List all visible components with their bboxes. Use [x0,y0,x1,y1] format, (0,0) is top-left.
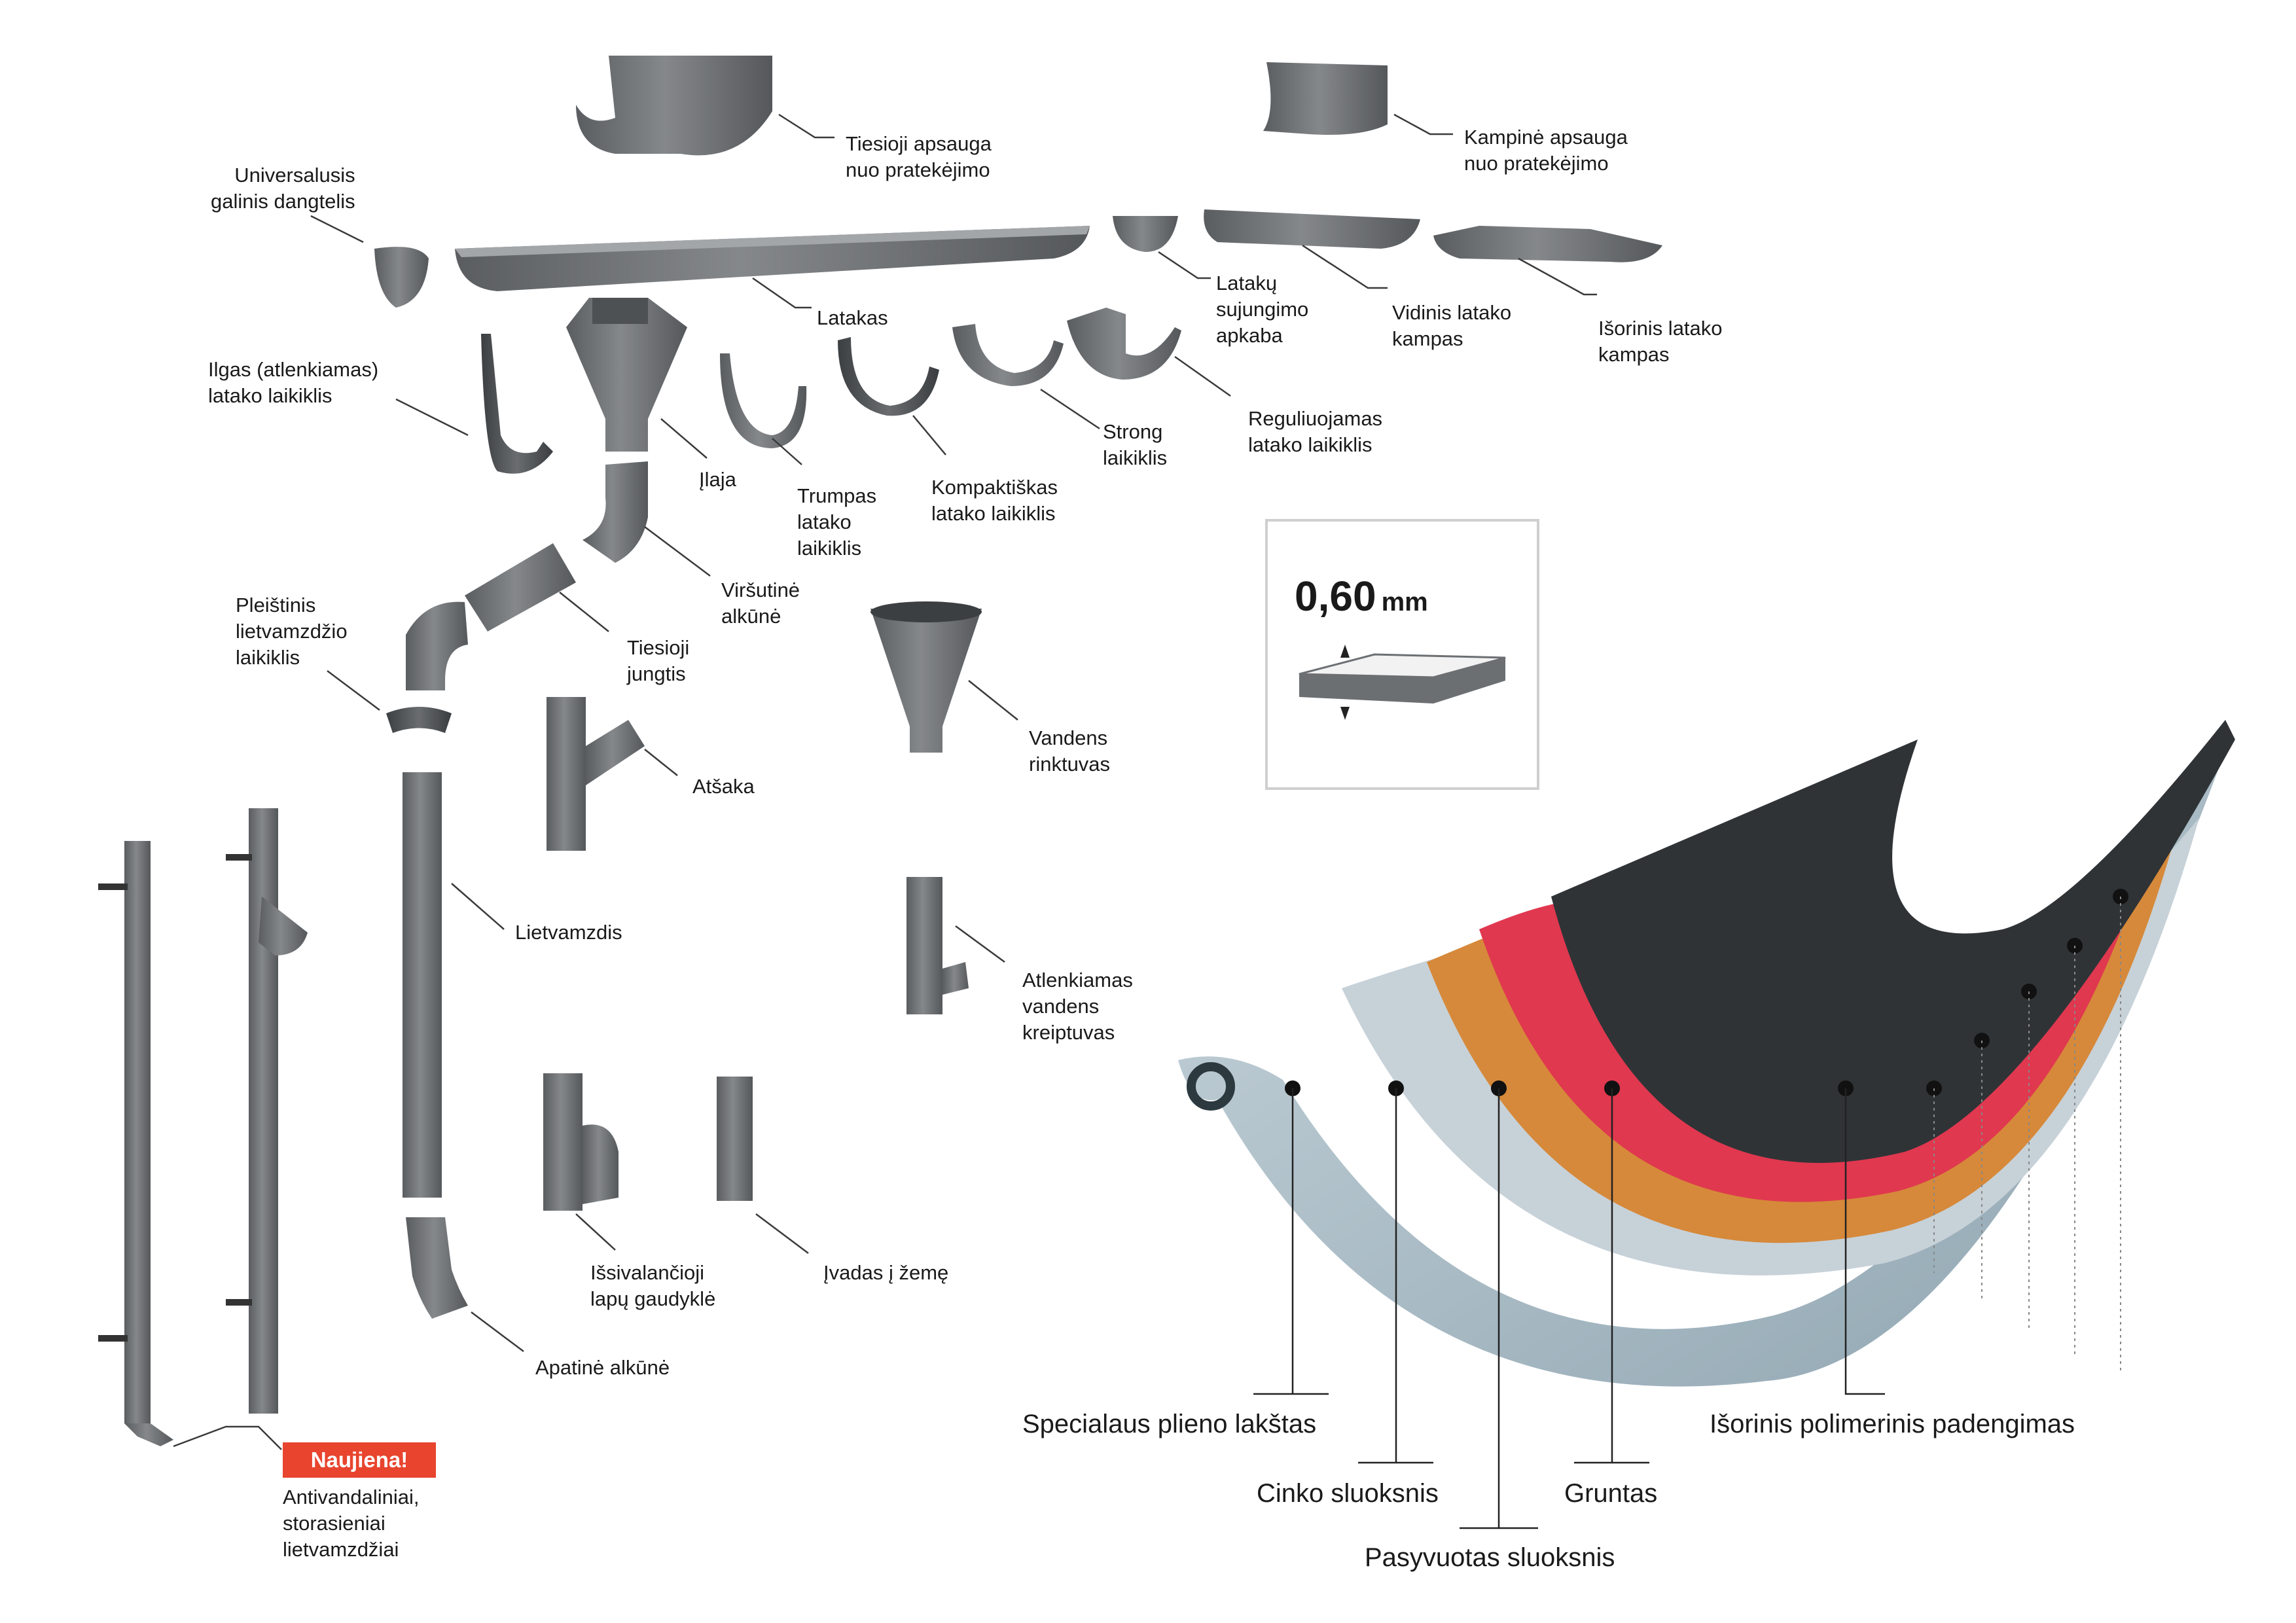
layer-leaders [1253,1088,1885,1529]
inner-corner [1204,209,1420,249]
upper-elbow [583,461,648,563]
label-polimerinis: Išorinis polimerinis padengimas [1710,1410,2075,1438]
rainwater-diverter [906,877,969,1014]
leader-lines [173,113,1597,1450]
branch [547,697,645,851]
gutter [455,226,1090,291]
layer-dotted-leaders [1933,897,2121,1371]
outer-corner [1433,226,1662,262]
thickness-box [1265,519,1539,790]
strong-hanger [952,324,1064,386]
layer-cross-section [1178,720,2235,1387]
gutter-guard-corner [1263,62,1388,135]
short-hanger [720,353,807,448]
end-cap [374,247,429,308]
ground-inlet [717,1077,753,1201]
thickness-unit: mm [1381,588,1428,616]
antivandal-pipe-2 [226,808,308,1414]
wedge-elbow [406,601,468,690]
label-ilgas-laikiklis: Ilgas (atlenkiamas)latako laikiklis [208,358,379,407]
label-lietvamzdis: Lietvamzdis [515,921,622,944]
label-gruntas: Gruntas [1564,1479,1658,1508]
water-collector [870,601,982,753]
label-plienas: Specialaus plieno lakštas [1022,1410,1317,1438]
gutter-connector [1113,216,1178,252]
lower-elbow [406,1217,468,1319]
compact-hanger [838,337,939,416]
label-cinkas: Cinko sluoksnis [1257,1479,1439,1508]
downpipe [403,772,442,1198]
straight-coupling [465,543,576,632]
label-apatine-alkune: Apatinė alkūnė [535,1356,670,1379]
outlet [566,298,687,452]
leaf-trap [543,1073,619,1211]
label-ilaja: Įlaja [699,468,736,491]
adjustable-hanger [1067,308,1181,380]
antivandal-pipe-1 [98,841,173,1446]
thickness-value: 0,60 [1295,573,1376,620]
label-atsaka: Atšaka [692,775,755,798]
label-latakas: Latakas [817,306,888,329]
pipe-bracket [386,707,452,733]
label-pasyvuotas: Pasyvuotas sluoksnis [1365,1543,1615,1572]
new-badge: Naujiena! [283,1442,436,1478]
label-ivadas: Įvadas į žemę [823,1261,949,1284]
gutter-guard-straight [576,56,772,156]
long-hanger [481,334,553,474]
